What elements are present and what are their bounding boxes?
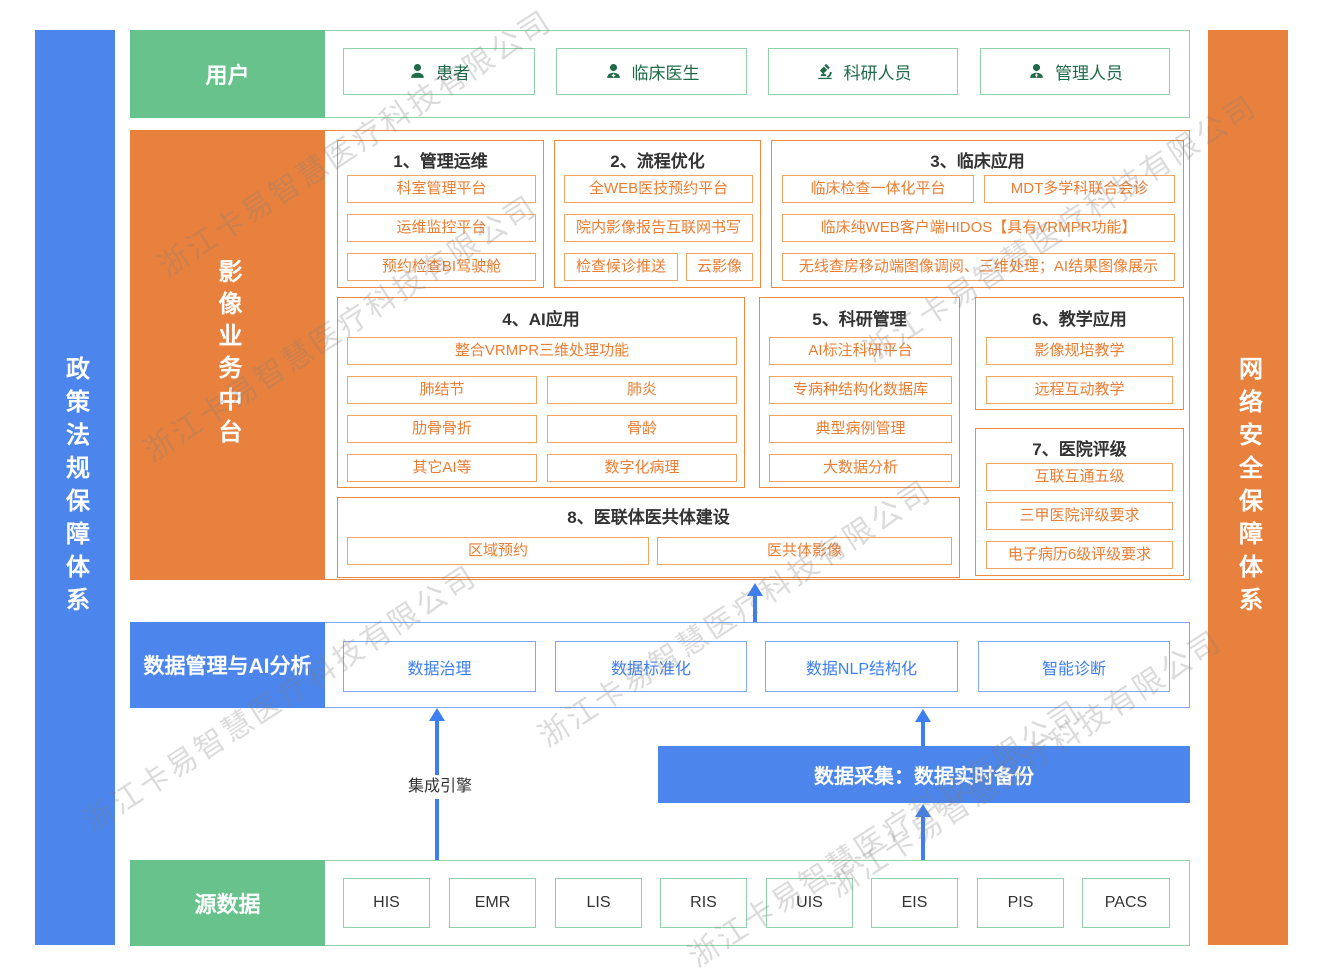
platform-item: 无线查房移动端图像调阅、三维处理；AI结果图像展示 [782, 253, 1175, 281]
doctor-icon [604, 62, 623, 81]
collection-up-arrow [915, 709, 931, 722]
right-security-bar-label: 网络安全保障体系 [1234, 355, 1262, 620]
platform-item: 院内影像报告互联网书写 [564, 214, 753, 242]
left-policy-bar: 政策法规保障体系 [35, 30, 115, 945]
user-label: 临床医生 [631, 64, 700, 83]
collection-up-arrow-line [921, 720, 925, 746]
platform-item: 临床纯WEB客户端HIDOS【具有VRMPR功能】 [782, 214, 1175, 242]
platform-item: 整合VRMPR三维处理功能 [347, 337, 737, 365]
platform-item: 互联互通五级 [986, 463, 1173, 491]
source-up-arrow [915, 804, 931, 817]
platform-item: 骨龄 [547, 415, 737, 443]
section-clinical: 3、临床应用 临床检查一体化平台 MDT多学科联合会诊 临床纯WEB客户端HID… [771, 140, 1184, 288]
integration-engine-label: 集成引擎 [404, 775, 476, 799]
up-arrow [747, 583, 763, 596]
integration-up-arrow [429, 708, 445, 721]
section-title: 8、医联体医共体建设 [567, 508, 730, 527]
section-ops: 1、管理运维 科室管理平台 运维监控平台 预约检查BI驾驶舱 [337, 140, 544, 288]
platform-item: 专病种结构化数据库 [769, 376, 952, 404]
data-layer-item: 数据治理 [343, 641, 536, 692]
source-row-label: 源数据 [130, 860, 325, 946]
platform-item: 肺结节 [347, 376, 537, 404]
user-box-manager: 管理人员 [980, 48, 1170, 95]
section-title: 2、流程优化 [610, 152, 705, 171]
users-row-label: 用户 [130, 30, 325, 118]
source-system: RIS [660, 878, 747, 928]
platform-item: 远程互动教学 [986, 376, 1173, 404]
platform-item: 其它AI等 [347, 454, 537, 482]
platform-item: 肺炎 [547, 376, 737, 404]
platform-item: 肋骨骨折 [347, 415, 537, 443]
source-system: HIS [343, 878, 430, 928]
platform-item: 运维监控平台 [347, 214, 536, 242]
platform-item: 全WEB医技预约平台 [564, 175, 753, 203]
platform-item: 三甲医院评级要求 [986, 502, 1173, 530]
section-title: 5、科研管理 [812, 310, 907, 329]
section-teaching: 6、教学应用 影像规培教学 远程互动教学 [975, 297, 1184, 410]
section-workflow: 2、流程优化 全WEB医技预约平台 院内影像报告互联网书写 检查候诊推送 云影像 [554, 140, 761, 288]
source-up-arrow-line [921, 816, 925, 860]
platform-item: 大数据分析 [769, 454, 952, 482]
platform-item: 预约检查BI驾驶舱 [347, 253, 536, 281]
user-box-researcher: 科研人员 [768, 48, 958, 95]
source-system: PACS [1082, 878, 1170, 928]
data-layer-label-text: 数据管理与AI分析 [143, 655, 312, 678]
section-title: 7、医院评级 [1032, 440, 1127, 459]
platform-item: 电子病历6级评级要求 [986, 541, 1173, 569]
source-system: UIS [766, 878, 853, 928]
platform-item: AI标注科研平台 [769, 337, 952, 365]
data-layer-item: 智能诊断 [978, 641, 1170, 692]
left-policy-bar-label: 政策法规保障体系 [61, 355, 89, 620]
section-rating: 7、医院评级 互联互通五级 三甲医院评级要求 电子病历6级评级要求 [975, 428, 1184, 576]
section-research: 5、科研管理 AI标注科研平台 专病种结构化数据库 典型病例管理 大数据分析 [759, 297, 960, 488]
right-security-bar: 网络安全保障体系 [1208, 30, 1288, 945]
data-layer-label: 数据管理与AI分析 [130, 622, 325, 708]
source-system: LIS [555, 878, 642, 928]
platform-item: 云影像 [686, 253, 753, 281]
user-label: 管理人员 [1055, 64, 1123, 83]
platform-item: MDT多学科联合会诊 [984, 175, 1175, 203]
source-row-label-text: 源数据 [194, 892, 261, 917]
platform-item: 科室管理平台 [347, 175, 536, 203]
platform-item: 影像规培教学 [986, 337, 1173, 365]
patient-icon [408, 62, 427, 81]
platform-item: 区域预约 [347, 537, 649, 565]
data-layer-item: 数据NLP结构化 [765, 641, 958, 692]
platform-label-text: 影像业务中台 [214, 259, 241, 451]
platform-item: 医共体影像 [657, 537, 952, 565]
data-collection-bar: 数据采集：数据实时备份 [658, 746, 1190, 803]
source-system: EMR [449, 878, 536, 928]
up-arrow-line [753, 594, 757, 622]
platform-item: 典型病例管理 [769, 415, 952, 443]
microscope-icon [815, 62, 835, 82]
section-ai: 4、AI应用 整合VRMPR三维处理功能 肺结节 肺炎 肋骨骨折 骨龄 其它AI… [337, 297, 745, 488]
source-system: EIS [871, 878, 958, 928]
section-title: 6、教学应用 [1032, 310, 1127, 329]
manager-icon [1027, 62, 1046, 81]
user-label: 患者 [436, 64, 470, 83]
section-title: 1、管理运维 [393, 152, 488, 171]
platform-label: 影像业务中台 [130, 130, 325, 580]
source-system: PIS [977, 878, 1064, 928]
platform-item: 临床检查一体化平台 [782, 175, 974, 203]
data-layer-item: 数据标准化 [555, 641, 747, 692]
section-alliance: 8、医联体医共体建设 区域预约 医共体影像 [337, 497, 960, 578]
user-box-patient: 患者 [343, 48, 535, 95]
platform-item: 数字化病理 [547, 454, 737, 482]
users-row-label-text: 用户 [205, 63, 250, 88]
platform-item: 检查候诊推送 [564, 253, 678, 281]
section-title: 4、AI应用 [502, 310, 580, 329]
user-box-doctor: 临床医生 [556, 48, 747, 95]
user-label: 科研人员 [843, 64, 912, 83]
section-title: 3、临床应用 [930, 152, 1025, 171]
